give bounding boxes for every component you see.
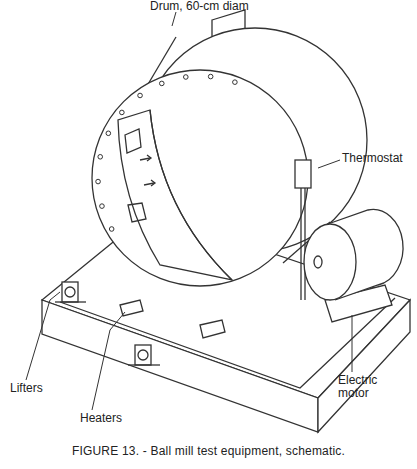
drum-label: Drum, 60-cm diam	[150, 0, 249, 13]
figure-caption: FIGURE 13. - Ball mill test equipment, s…	[72, 444, 345, 458]
bolt-hole	[138, 93, 143, 98]
bolt-hole	[120, 110, 125, 115]
lifters-label: Lifters	[10, 382, 43, 395]
electric-motor	[304, 209, 403, 322]
leader-lines	[26, 12, 352, 410]
bolt-hole	[106, 131, 111, 136]
bolt-hole	[159, 81, 164, 86]
heater	[120, 300, 225, 338]
bolt-hole	[233, 80, 238, 85]
roller-right	[128, 345, 160, 365]
thermostat-label: Thermostat	[342, 152, 403, 165]
bolt-hole	[208, 74, 213, 79]
bolt-hole	[96, 179, 101, 184]
bolt-hole	[109, 227, 114, 232]
bolt-hole	[184, 75, 189, 80]
motor-label: Electric motor	[338, 374, 398, 400]
heaters-label: Heaters	[80, 412, 122, 425]
bolt-hole	[100, 204, 105, 209]
bolt-hole	[98, 154, 103, 159]
